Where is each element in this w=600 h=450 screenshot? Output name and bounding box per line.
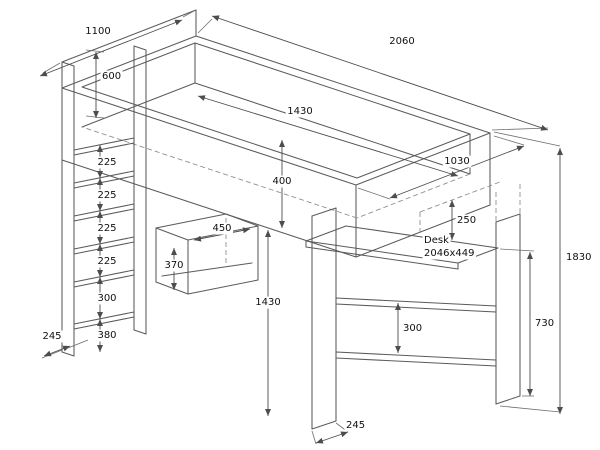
label-backdrop	[95, 329, 119, 342]
label-backdrop	[40, 330, 64, 343]
dim-cube-height-label: 370	[164, 260, 183, 271]
dim-ladder-step2-label: 225	[97, 190, 116, 201]
label-backdrop	[83, 25, 113, 38]
dim-ladder-step4-label: 225	[97, 256, 116, 267]
dim-right-foot-depth-label: 245	[346, 420, 365, 431]
mid-shelf-box	[155, 213, 259, 295]
dim-cube-width-label: 450	[212, 223, 231, 234]
dim-headboard-height-label: 600	[102, 71, 121, 82]
label-backdrop	[285, 105, 315, 118]
desk-unit	[305, 181, 521, 430]
label-backdrop	[95, 255, 119, 268]
dim-length-top-label: 2060	[389, 36, 414, 47]
dim-ladder-step3-label: 225	[97, 223, 116, 234]
dim-total-height-label: 1830	[566, 252, 591, 263]
desk-size-label: 2046x449	[424, 248, 474, 259]
dim-width-top-label: 1100	[85, 26, 110, 37]
label-backdrop	[162, 259, 186, 272]
label-backdrop	[95, 156, 119, 169]
label-backdrop	[422, 247, 476, 260]
dim-desk-height-label: 730	[535, 318, 554, 329]
label-backdrop	[387, 35, 417, 48]
dim-rail-height-label: 400	[272, 176, 291, 187]
label-backdrop	[533, 317, 556, 330]
bed-frame	[61, 9, 491, 258]
label-backdrop	[564, 251, 593, 264]
dim-ladder-bottom-gap-label: 380	[97, 330, 116, 341]
label-backdrop	[455, 214, 478, 227]
dim-inner-width-label: 1030	[444, 156, 469, 167]
dim-ladder-lower-gap-label: 300	[97, 293, 116, 304]
label-backdrop	[95, 292, 119, 305]
label-backdrop	[401, 322, 424, 335]
dim-left-foot-depth-label: 245	[42, 331, 61, 342]
dim-under-bed-clearance-label: 1430	[255, 297, 280, 308]
dim-desk-gap-label: 250	[457, 215, 476, 226]
dim-shelf-gap-label: 300	[403, 323, 422, 334]
label-backdrop	[100, 70, 123, 83]
label-backdrop	[422, 234, 451, 247]
label-backdrop	[95, 189, 119, 202]
dimension-lines	[39, 10, 563, 445]
label-backdrop	[95, 222, 119, 235]
label-backdrop	[253, 296, 283, 309]
label-backdrop	[270, 175, 294, 188]
dimension-labels: 1100 2060 600 1430 1030 400 250 225 225 …	[40, 25, 593, 432]
dim-ladder-step1-label: 225	[97, 157, 116, 168]
label-backdrop	[210, 222, 234, 235]
label-backdrop	[442, 155, 472, 168]
ladder	[61, 45, 147, 357]
label-backdrop	[344, 419, 367, 432]
dim-inner-length-label: 1430	[287, 106, 312, 117]
desk-name-label: Desk	[424, 235, 449, 246]
